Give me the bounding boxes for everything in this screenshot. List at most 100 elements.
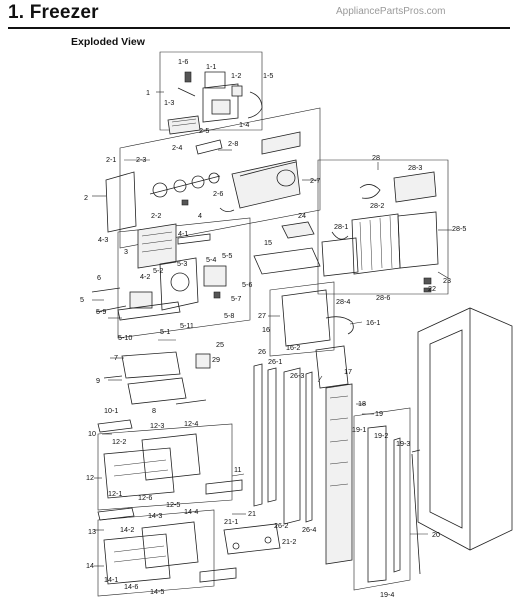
callout-8: 8	[152, 406, 156, 415]
callout-14-1: 14-1	[104, 575, 118, 584]
callout-11: 11	[234, 465, 241, 474]
callout-2-3: 2-3	[136, 155, 146, 164]
callout-21-1: 21-1	[224, 517, 238, 526]
freezer-air-duct	[315, 345, 353, 565]
callout-12-4: 12-4	[184, 419, 198, 428]
callout-9: 9	[96, 376, 100, 385]
callout-4-3: 4-3	[98, 235, 108, 244]
callout-12: 12	[86, 473, 94, 482]
evaporator-assembly	[317, 159, 449, 295]
callout-1: 1	[146, 88, 150, 97]
callout-5-3: 5-3	[177, 259, 187, 268]
callout-26-4: 26-4	[302, 525, 316, 534]
callout-5-10: 5-10	[118, 333, 132, 342]
callout-14: 14	[86, 561, 94, 570]
callout-20: 20	[432, 530, 440, 539]
callout-19: 19	[375, 409, 383, 418]
ice-maker-assembly	[159, 51, 263, 135]
callout-2-6: 2-6	[213, 189, 223, 198]
callout-5-2: 5-2	[153, 266, 163, 275]
callout-1-4: 1-4	[239, 120, 249, 129]
callout-labels: 1 1-1 1-2 1-3 1-4 1-5 1-6 2 2-1 2-2 2-3 …	[80, 57, 466, 599]
callout-5-11: 5-11	[180, 321, 194, 330]
diagram-subtitle: Exploded View	[71, 36, 145, 48]
leader-lines	[92, 91, 452, 567]
ice-bucket-assembly	[105, 107, 321, 249]
callout-5-5: 5-5	[222, 251, 232, 260]
callout-14-4: 14-4	[184, 507, 198, 516]
callout-21: 21	[248, 509, 256, 518]
callout-14-2: 14-2	[120, 525, 134, 534]
callout-22: 22	[428, 284, 436, 293]
callout-7: 7	[114, 353, 118, 362]
callout-5-8: 5-8	[224, 311, 234, 320]
callout-26-2: 26-2	[274, 521, 288, 530]
callout-4-1: 4-1	[178, 229, 188, 238]
callout-5-6: 5-6	[242, 280, 252, 289]
freezer-shelves	[103, 351, 211, 405]
callout-13: 13	[88, 527, 96, 536]
callout-5-1: 5-1	[160, 327, 170, 336]
trim-strips	[253, 363, 313, 525]
callout-10-1: 10-1	[104, 406, 118, 415]
callout-6: 6	[97, 273, 101, 282]
callout-1-2: 1-2	[231, 71, 241, 80]
callout-12-3: 12-3	[150, 421, 164, 430]
callout-23: 23	[443, 276, 451, 285]
callout-21-2: 21-2	[282, 537, 296, 546]
callout-16-1: 16-1	[366, 318, 380, 327]
callout-10: 10	[88, 429, 96, 438]
callout-2: 2	[84, 193, 88, 202]
callout-28-1: 28-1	[334, 222, 348, 231]
callout-5-9: 5-9	[96, 307, 106, 316]
drawer-rail-assembly	[223, 523, 281, 555]
callout-2-7: 2-7	[310, 176, 320, 185]
callout-12-2: 12-2	[112, 437, 126, 446]
callout-28-4: 28-4	[336, 297, 350, 306]
callout-19-4: 19-4	[380, 590, 394, 599]
callout-16: 16	[262, 325, 270, 334]
callout-14-5: 14-5	[150, 587, 164, 596]
callout-1-1: 1-1	[206, 62, 216, 71]
callout-4: 4	[198, 211, 202, 220]
freezer-duct-assembly	[353, 407, 411, 591]
callout-5: 5	[80, 295, 84, 304]
callout-3: 3	[124, 247, 128, 256]
callout-26-3: 26-3	[290, 371, 304, 380]
callout-12-1: 12-1	[108, 489, 122, 498]
callout-2-8: 2-8	[228, 139, 238, 148]
callout-1-3: 1-3	[164, 98, 174, 107]
evaporator-cover-assembly	[91, 217, 251, 339]
callout-26-1: 26-1	[268, 357, 282, 366]
callout-16-2: 16-2	[286, 343, 300, 352]
freezer-drawer-lower	[97, 507, 237, 597]
callout-2-5: 2-5	[199, 126, 209, 135]
callout-15: 15	[264, 238, 272, 247]
callout-2-2: 2-2	[151, 211, 161, 220]
freezer-drawer-upper	[97, 419, 243, 511]
callout-28-2: 28-2	[370, 201, 384, 210]
page-title: 1. Freezer	[8, 2, 99, 23]
callout-18: 18	[358, 399, 366, 408]
callout-2-4: 2-4	[172, 143, 182, 152]
callout-14-3: 14-3	[148, 511, 162, 520]
callout-19-1: 19-1	[352, 425, 366, 434]
callout-19-3: 19-3	[396, 439, 410, 448]
callout-25: 25	[216, 340, 224, 349]
freezer-cabinet-liner	[411, 307, 513, 575]
callout-4-2: 4-2	[140, 272, 150, 281]
callout-28: 28	[372, 153, 380, 162]
callout-5-7: 5-7	[231, 294, 241, 303]
callout-1-5: 1-5	[263, 71, 273, 80]
callout-5-4: 5-4	[206, 255, 216, 264]
callout-28-6: 28-6	[376, 293, 390, 302]
duct-drain-assembly	[253, 221, 359, 357]
callout-12-6: 12-6	[138, 493, 152, 502]
title-underline	[8, 27, 510, 29]
callout-26: 26	[258, 347, 266, 356]
callout-27: 27	[258, 311, 266, 320]
callout-1-6: 1-6	[178, 57, 188, 66]
callout-19-2: 19-2	[374, 431, 388, 440]
callout-28-5: 28-5	[452, 224, 466, 233]
